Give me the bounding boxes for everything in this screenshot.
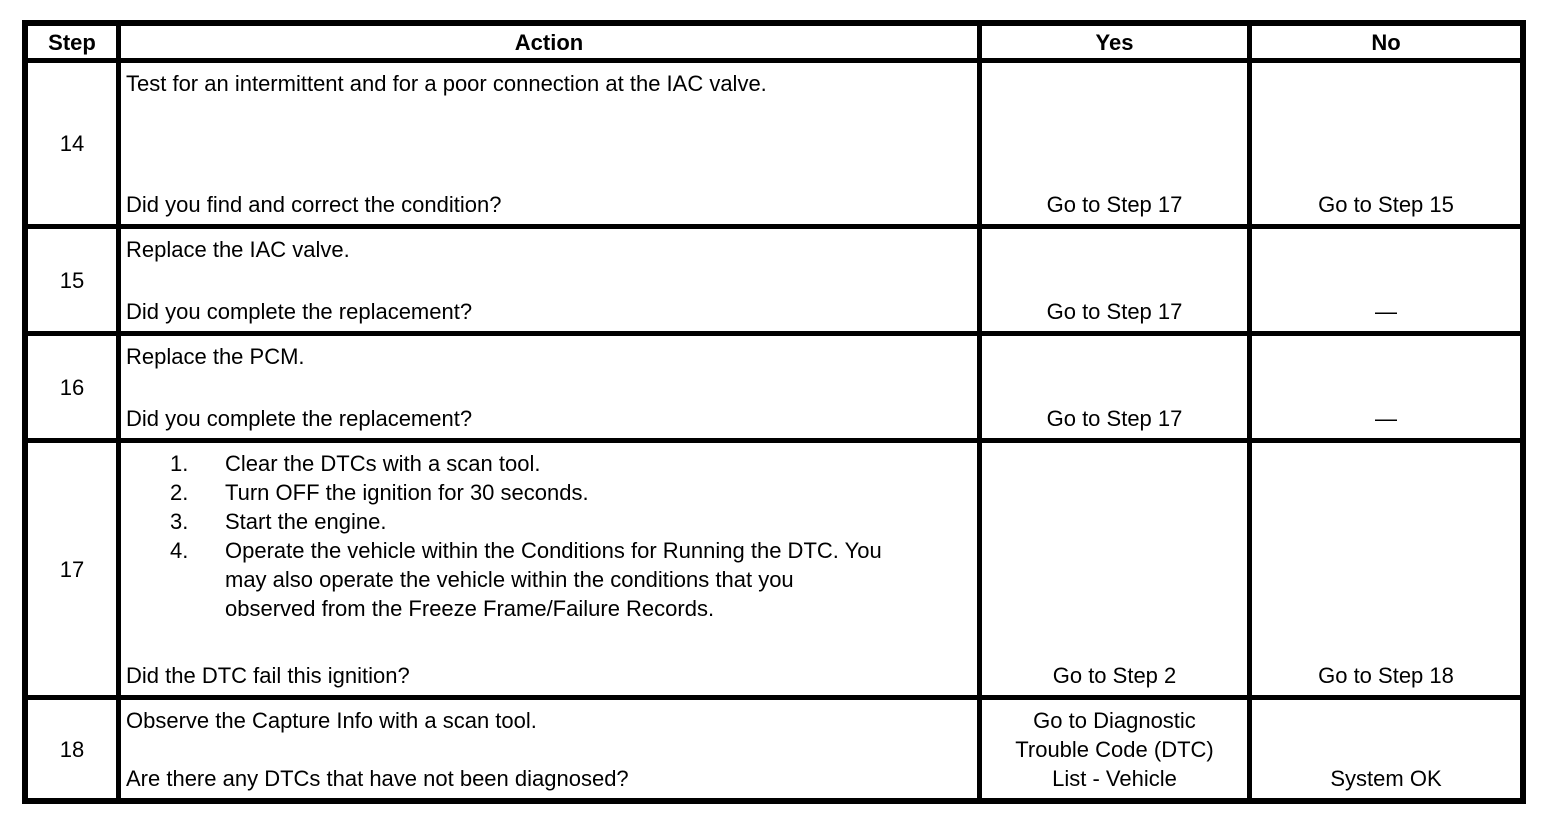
step-number: 14: [28, 63, 116, 224]
yes-cell: Go to Step 17: [982, 63, 1247, 224]
action-line: Replace the IAC valve.: [126, 237, 350, 262]
column-header-yes: Yes: [982, 26, 1247, 58]
action-text: Replace the IAC valve.: [126, 235, 973, 264]
no-cell: —: [1252, 336, 1520, 438]
action-text: Replace the PCM.: [126, 342, 973, 371]
list-item-number: 3.: [170, 509, 189, 534]
action-text: Observe the Capture Info with a scan too…: [126, 706, 973, 735]
yes-cell: Go to Step 2: [982, 443, 1247, 695]
column-header-no: No: [1252, 26, 1520, 58]
list-item-text: Start the engine.: [225, 509, 387, 534]
yes-cell: Go to Step 17: [982, 336, 1247, 438]
list-item-number: 1.: [170, 451, 189, 476]
action-cell: Observe the Capture Info with a scan too…: [121, 700, 977, 798]
list-item-number: 2.: [170, 480, 189, 505]
diagnostic-table: Step Action Yes No 14 Test for an interm…: [22, 20, 1526, 804]
column-header-step: Step: [28, 26, 116, 58]
list-item-number: 4.: [170, 538, 189, 563]
action-question: Are there any DTCs that have not been di…: [126, 766, 629, 791]
column-header-action: Action: [121, 26, 977, 58]
no-cell: System OK: [1252, 700, 1520, 798]
step-number: 17: [28, 443, 116, 695]
list-item-text: Operate the vehicle within the Condition…: [225, 538, 882, 621]
step-number: 15: [28, 229, 116, 331]
action-cell: Test for an intermittent and for a poor …: [121, 63, 977, 224]
action-question: Did you complete the replacement?: [126, 299, 473, 324]
action-cell: Replace the IAC valve. Did you complete …: [121, 229, 977, 331]
action-line: Replace the PCM.: [126, 344, 305, 369]
action-question: Did you complete the replacement?: [126, 406, 473, 431]
list-item: 4. Operate the vehicle within the Condit…: [126, 536, 973, 623]
action-cell: 1. Clear the DTCs with a scan tool. 2. T…: [121, 443, 977, 695]
action-line: Observe the Capture Info with a scan too…: [126, 708, 537, 733]
action-cell: Replace the PCM. Did you complete the re…: [121, 336, 977, 438]
yes-cell: Go to Step 17: [982, 229, 1247, 331]
action-line: Test for an intermittent and for a poor …: [126, 71, 767, 96]
list-item-text: Turn OFF the ignition for 30 seconds.: [225, 480, 589, 505]
no-cell: —: [1252, 229, 1520, 331]
action-question: Did you find and correct the condition?: [126, 192, 502, 217]
action-numbered-list: 1. Clear the DTCs with a scan tool. 2. T…: [126, 449, 973, 623]
action-text: Test for an intermittent and for a poor …: [126, 69, 973, 98]
step-number: 16: [28, 336, 116, 438]
list-item: 2. Turn OFF the ignition for 30 seconds.: [126, 478, 973, 507]
list-item: 3. Start the engine.: [126, 507, 973, 536]
step-number: 18: [28, 700, 116, 798]
no-cell: Go to Step 18: [1252, 443, 1520, 695]
list-item-text: Clear the DTCs with a scan tool.: [225, 451, 541, 476]
no-cell: Go to Step 15: [1252, 63, 1520, 224]
yes-cell: Go to Diagnostic Trouble Code (DTC) List…: [982, 700, 1247, 798]
action-question: Did the DTC fail this ignition?: [126, 663, 410, 688]
list-item: 1. Clear the DTCs with a scan tool.: [126, 449, 973, 478]
